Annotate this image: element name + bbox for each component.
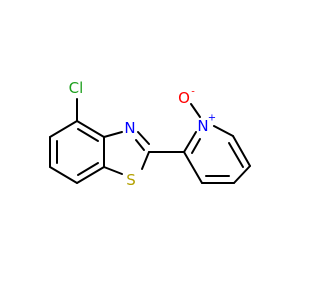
bond-c6p-c5p — [232, 135, 251, 167]
bond-n1p-o — [190, 103, 201, 118]
atom-oxygen: O — [178, 89, 190, 107]
pyridine-ring — [183, 125, 251, 184]
bond-c2p-n1p-inner — [191, 138, 201, 154]
bond-c4-c5 — [49, 120, 78, 138]
bond-c6p-c5p-inner — [228, 142, 244, 168]
thiazole-ring — [103, 131, 150, 175]
bond-c3p-c2p — [183, 151, 203, 184]
bond-c3a-n3 — [103, 131, 123, 138]
bond-c2p-n1p — [183, 131, 197, 153]
structure-diagram: Cl N S N + O - — [49, 79, 251, 189]
atom-nitrogen-pyridine: N — [197, 117, 208, 135]
atom-chlorine: Cl — [69, 79, 84, 97]
bond-c2-s1 — [141, 151, 150, 170]
bond-c6-c7 — [49, 166, 78, 184]
atom-sulfur: S — [126, 171, 136, 189]
bond-n3-c2-inner — [135, 139, 145, 151]
bond-c3a-c4 — [76, 120, 105, 138]
bond-c3a-c4-inner — [77, 128, 99, 142]
bond-c7-c7a-inner — [77, 162, 99, 176]
bond-s1-c7a — [103, 166, 123, 175]
bond-n3-c2 — [137, 131, 150, 145]
charge-minus: - — [191, 87, 195, 98]
bond-c7-c7a — [76, 166, 105, 184]
bond-c5p-c4p — [233, 165, 251, 184]
benzene-ring — [49, 120, 105, 184]
bond-n1p-c6p — [213, 125, 234, 137]
molecule-canvas: Cl N S N + O - — [49, 79, 251, 189]
charge-plus: + — [208, 113, 216, 124]
atom-nitrogen-thiazole: N — [124, 119, 135, 137]
